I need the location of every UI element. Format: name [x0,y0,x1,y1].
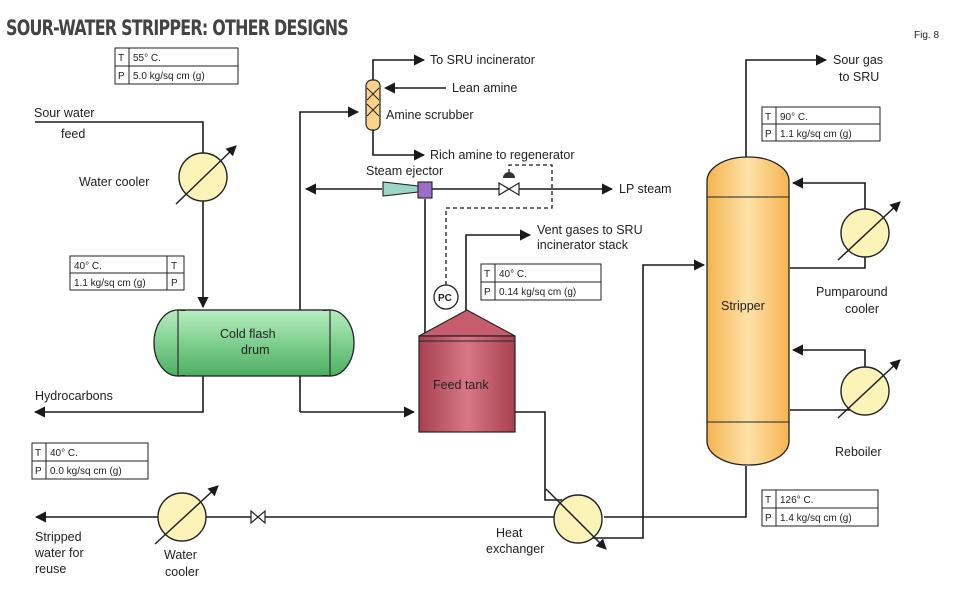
label-pumparound-1: Pumparound [816,285,888,299]
pipe-sour-water-feed [35,121,209,309]
conditions-flash-drum: 40° C. T 1.1 kg/sq cm (g) P [69,255,185,291]
gate-valve [250,509,266,525]
conditions-stripper-bottom: T 126° C. P 1.4 kg/sq cm (g) [761,489,879,527]
amine-scrubber [365,79,381,131]
svg-text:T: T [765,112,771,123]
svg-text:40° C.: 40° C. [74,261,102,272]
label-cold-flash-1: Cold flash [220,327,276,341]
cold-flash-drum [153,309,355,377]
svg-text:T: T [484,269,490,280]
label-water-cooler-bottom-2: cooler [165,565,199,579]
conditions-stripper-top: T 90° C. P 1.1 kg/sq cm (g) [761,106,881,142]
svg-text:P: P [484,287,491,298]
label-rich-amine: Rich amine to regenerator [430,148,575,162]
svg-text:P: P [118,71,125,82]
label-pc: PC [438,293,452,304]
svg-text:126° C.: 126° C. [780,495,813,506]
pipe-stripper-bottoms [604,466,747,518]
svg-text:T: T [118,53,124,64]
svg-text:90° C.: 90° C. [780,112,808,123]
water-cooler-top [175,145,237,205]
water-cooler-bottom [154,485,219,545]
label-water-cooler-top: Water cooler [79,175,149,189]
svg-text:5.0 kg/sq cm (g): 5.0 kg/sq cm (g) [133,71,205,82]
label-reboiler: Reboiler [835,445,882,459]
label-sour-gas-2: to SRU [839,70,879,84]
label-feed: feed [61,127,85,141]
svg-text:0.0 kg/sq cm (g): 0.0 kg/sq cm (g) [50,466,122,477]
label-stripper: Stripper [721,299,765,313]
label-water-cooler-bottom-1: Water [164,548,197,562]
label-feed-tank: Feed tank [433,378,489,392]
pipe-hydrocarbons [33,376,204,418]
svg-text:P: P [35,466,42,477]
pipe-tank-to-exchanger [515,411,562,501]
label-heat-2: exchanger [486,542,544,556]
label-amine-scrubber: Amine scrubber [386,108,474,122]
label-stripped-2: water for [34,546,84,560]
pipe-rich-amine [372,130,426,161]
conditions-feed: T 55° C. P 5.0 kg/sq cm (g) [114,47,239,85]
svg-text:P: P [171,278,178,289]
pipe-sour-gas [745,54,828,165]
steam-ejector [382,181,433,199]
pipe-to-sru-incinerator [372,54,426,80]
pipe-exchanger-to-stripper [582,259,706,539]
svg-text:P: P [765,129,772,140]
pipe-reboiler-return [791,344,866,372]
svg-text:T: T [765,495,771,506]
label-stripped-3: reuse [35,562,66,576]
svg-text:40° C.: 40° C. [499,269,527,280]
svg-text:55° C.: 55° C. [133,53,161,64]
pipe-vent-gases [465,229,532,330]
stripper-column [706,156,790,466]
label-to-sru-incinerator: To SRU incinerator [430,53,535,67]
label-sour-gas-1: Sour gas [833,53,883,67]
conditions-feed-tank: T 40° C. P 0.14 kg/sq cm (g) [480,263,602,301]
figure-label: Fig. 8 [914,30,939,41]
svg-text:P: P [765,513,772,524]
svg-text:0.14 kg/sq cm (g): 0.14 kg/sq cm (g) [499,287,576,298]
label-heat-1: Heat [496,526,523,540]
svg-text:1.4 kg/sq cm (g): 1.4 kg/sq cm (g) [780,513,852,524]
pumparound-cooler [837,201,901,261]
heat-exchanger [545,488,607,550]
pipe-pumparound-draw [790,254,866,269]
svg-text:1.1 kg/sq cm (g): 1.1 kg/sq cm (g) [780,129,852,140]
svg-text:T: T [171,261,177,272]
label-steam-ejector: Steam ejector [366,164,443,178]
label-sour-water: Sour water [34,106,94,120]
svg-text:40° C.: 40° C. [50,448,78,459]
feed-tank [418,309,516,433]
label-stripped-1: Stripped [35,530,82,544]
svg-text:T: T [35,448,41,459]
control-line-pc [445,164,553,285]
diagram-title: Sour-water stripper: other designs [6,16,348,40]
label-vent-gases-1: Vent gases to SRU [537,223,643,237]
steam-control-valve [498,172,520,197]
label-lp-steam: LP steam [619,182,672,196]
label-lean-amine: Lean amine [452,81,517,95]
reboiler [837,359,901,419]
label-hydrocarbons: Hydrocarbons [35,389,113,403]
svg-text:1.1 kg/sq cm (g): 1.1 kg/sq cm (g) [74,278,146,289]
pressure-controller [433,284,459,310]
label-vent-gases-2: incinerator stack [537,238,629,252]
conditions-stripped-water: T 40° C. P 0.0 kg/sq cm (g) [31,442,149,480]
label-cold-flash-2: drum [241,343,269,357]
label-pumparound-2: cooler [845,302,879,316]
